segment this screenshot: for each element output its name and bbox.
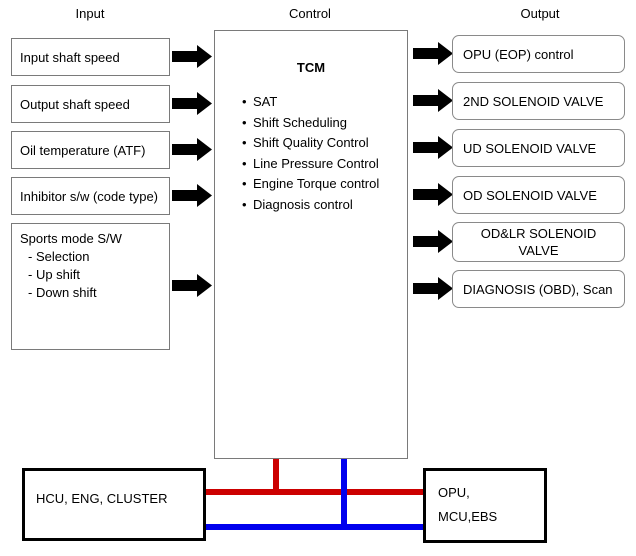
output-box-opu-eop-control: OPU (EOP) control <box>452 35 625 73</box>
bottom-box-opu-label-line1: OPU, <box>438 485 470 500</box>
output-box-diagnosis-obd-scan: DIAGNOSIS (OBD), Scan <box>452 270 625 308</box>
tcm-list-item-label: Engine Torque control <box>253 176 380 191</box>
sports-mode-item-up-shift: - Up shift <box>28 267 81 282</box>
column-header-input: Input <box>75 6 105 21</box>
bullet-icon: • <box>242 94 247 109</box>
bullet-icon: • <box>242 196 247 212</box>
tcm-list-item: • Shift Quality Control <box>242 133 379 154</box>
arrow-right-icon-input-5 <box>172 274 212 297</box>
arrow-right-icon-output-5 <box>413 230 453 253</box>
tcm-list-item: • Shift Scheduling <box>242 113 379 134</box>
arrow-right-icon-output-6 <box>413 277 453 300</box>
bottom-box-hcu-eng-cluster: HCU, ENG, CLUSTER <box>22 468 206 541</box>
tcm-list-item-label: SAT <box>253 94 278 109</box>
bullet-icon: • <box>242 135 247 150</box>
output-box-od-lr-solenoid-valve: OD&LR SOLENOID VALVE <box>452 222 625 262</box>
arrow-right-icon-input-3 <box>172 138 212 161</box>
tcm-list-item-label: Line Pressure Control <box>253 155 379 171</box>
tcm-list-item-label: Diagnosis control <box>253 196 353 212</box>
input-box-oil-temperature: Oil temperature (ATF) <box>11 131 170 169</box>
tcm-list-item-label: Shift Quality Control <box>253 135 369 150</box>
tcm-list-item: • Diagnosis control <box>242 195 379 216</box>
bus-line-red-vertical <box>273 459 279 493</box>
output-box-2nd-solenoid-valve: 2ND SOLENOID VALVE <box>452 82 625 120</box>
bottom-box-hcu-label: HCU, ENG, CLUSTER <box>36 491 168 506</box>
tcm-list-item: • SAT <box>242 92 379 113</box>
input-box-output-shaft-speed: Output shaft speed <box>11 85 170 123</box>
tcm-list-item-label: Shift Scheduling <box>253 114 347 130</box>
input-box-inhibitor-switch: Inhibitor s/w (code type) <box>11 177 170 215</box>
tcm-title: TCM <box>296 60 326 75</box>
control-box-tcm: TCM • SAT • Shift Scheduling • Shift Qualit… <box>214 30 408 459</box>
arrow-right-icon-input-2 <box>172 92 212 115</box>
arrow-right-icon-input-4 <box>172 184 212 207</box>
arrow-right-icon-output-3 <box>413 136 453 159</box>
tcm-list-item: • Engine Torque control <box>242 174 379 195</box>
output-box-label-line2: VALVE <box>518 243 559 258</box>
input-box-input-shaft-speed: Input shaft speed <box>11 38 170 76</box>
output-box-ud-solenoid-valve: UD SOLENOID VALVE <box>452 129 625 167</box>
sports-mode-item-selection: - Selection <box>28 249 90 264</box>
tcm-feature-list: • SAT • Shift Scheduling • Shift Quality Co… <box>242 92 379 215</box>
output-box-label-line1: OD&LR SOLENOID <box>480 226 597 241</box>
bottom-box-opu-label: OPU, MCU,EBS <box>438 481 497 529</box>
bullet-icon: • <box>242 155 247 171</box>
column-header-output: Output <box>520 6 560 21</box>
sports-mode-item-down-shift: - Down shift <box>28 285 97 300</box>
bus-line-blue-vertical <box>341 459 347 528</box>
column-header-control: Control <box>289 6 331 21</box>
arrow-right-icon-output-4 <box>413 183 453 206</box>
bottom-box-opu-label-line2: MCU,EBS <box>438 509 498 524</box>
arrow-right-icon-output-2 <box>413 89 453 112</box>
bus-line-red-horizontal <box>204 489 426 495</box>
bus-line-blue-horizontal <box>204 524 426 530</box>
arrow-right-icon-input-1 <box>172 45 212 68</box>
sports-mode-title: Sports mode S/W <box>20 231 122 246</box>
input-box-sports-mode: Sports mode S/W - Selection - Up shift -… <box>11 223 170 350</box>
tcm-list-item: • Line Pressure Control <box>242 154 379 175</box>
output-box-od-solenoid-valve: OD SOLENOID VALVE <box>452 176 625 214</box>
bullet-icon: • <box>242 114 247 130</box>
arrow-right-icon-output-1 <box>413 42 453 65</box>
bottom-box-opu-mcu-ebs: OPU, MCU,EBS <box>423 468 547 543</box>
bullet-icon: • <box>242 176 247 191</box>
